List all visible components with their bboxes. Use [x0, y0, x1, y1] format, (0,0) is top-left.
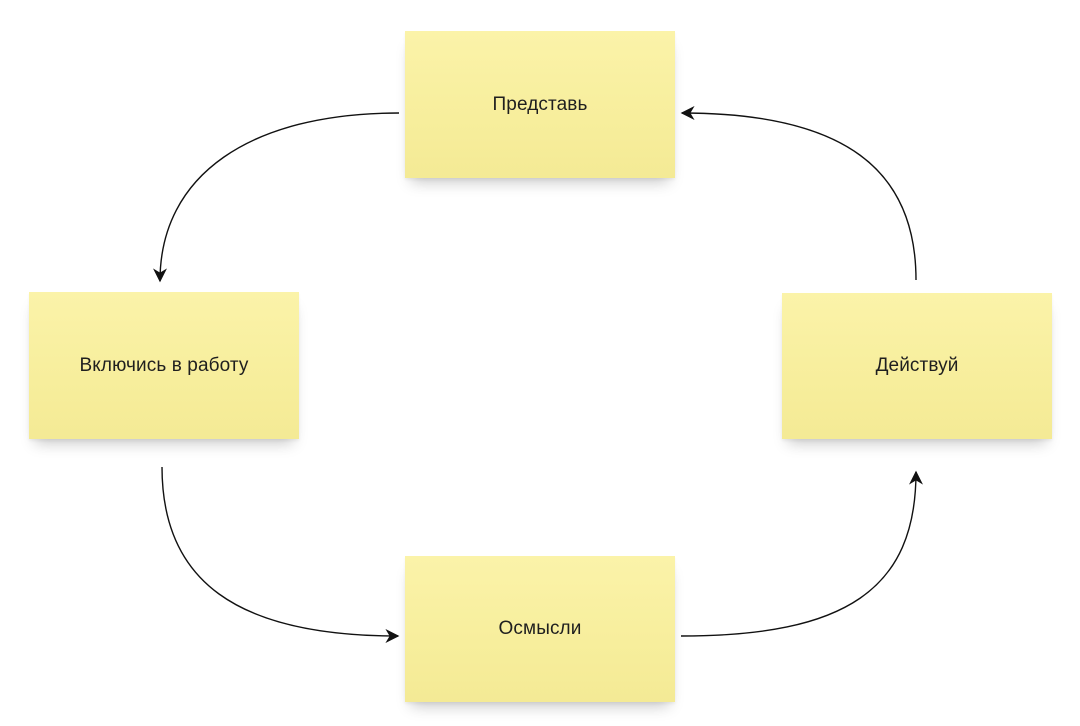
arrow-left-to-bottom [161, 466, 400, 643]
arrow-bottom-to-right [680, 470, 923, 637]
sticky-note-imagine[interactable]: Представь [405, 31, 675, 178]
sticky-note-label: Действуй [875, 355, 959, 376]
sticky-note-label: Осмысли [498, 618, 582, 639]
arrow-right-to-top [680, 106, 917, 281]
arrow-top-to-left [153, 112, 400, 283]
sticky-note-label: Включись в работу [79, 354, 249, 376]
sticky-note-act[interactable]: Действуй [782, 293, 1052, 439]
sticky-note-engage[interactable]: Включись в работу [29, 292, 299, 439]
sticky-note-label: Представь [492, 93, 588, 115]
sticky-note-reflect[interactable]: Осмысли [405, 556, 675, 702]
